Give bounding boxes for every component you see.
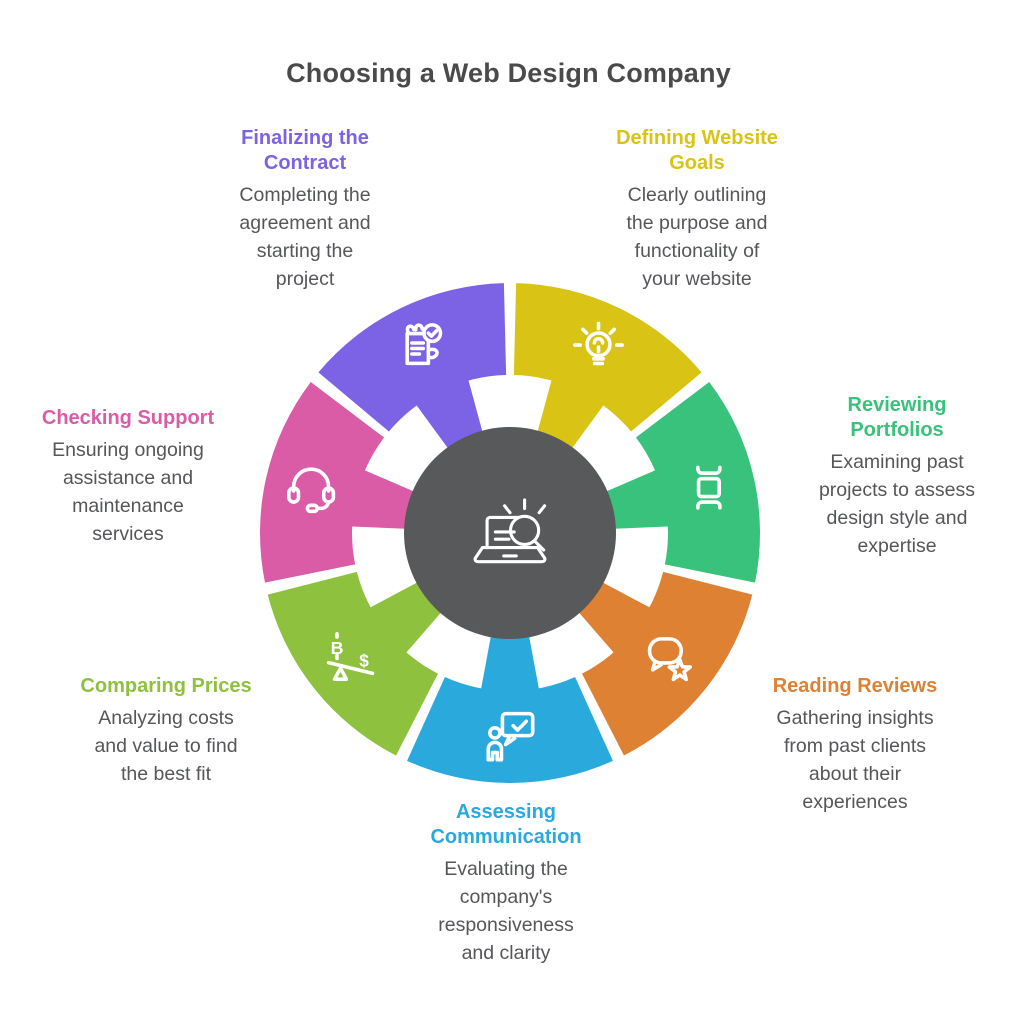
step-description: Completing the agreement and starting th… (239, 184, 371, 290)
step-description: Analyzing costs and value to find the be… (94, 707, 238, 785)
step-label-comparing-prices: Comparing Prices Analyzing costs and val… (44, 674, 288, 788)
step-heading: Defining Website Goals (616, 127, 778, 174)
step-label-finalizing-the-contract: Finalizing the Contract Completing the a… (183, 126, 427, 293)
step-heading: Checking Support (41, 407, 215, 429)
step-description: Evaluating the company's responsiveness … (438, 858, 574, 964)
step-description: Examining past projects to assess design… (818, 451, 976, 557)
step-heading: Finalizing the Contract (241, 127, 369, 174)
page-title: Choosing a Web Design Company (286, 58, 731, 88)
step-label-reviewing-portfolios: Reviewing Portfolios Examining past proj… (775, 393, 1017, 560)
step-label-reading-reviews: Reading Reviews Gathering insights from … (730, 674, 980, 816)
step-heading: Reviewing Portfolios (847, 394, 947, 441)
step-label-assessing-communication: Assessing Communication Evaluating the c… (384, 800, 628, 967)
step-description: Ensuring ongoing assistance and maintena… (52, 439, 204, 545)
step-label-defining-website-goals: Defining Website Goals Clearly outlining… (575, 126, 819, 293)
wheel-segment-reviewing-portfolios (594, 381, 760, 583)
step-description: Gathering insights from past clients abo… (776, 707, 934, 813)
step-label-checking-support: Checking Support Ensuring ongoing assist… (6, 406, 250, 548)
wheel-segment-checking-support (260, 381, 426, 583)
process-wheel: B $ (260, 283, 760, 783)
wheel-segments (260, 283, 760, 783)
step-heading: Assessing Communication (430, 801, 582, 848)
step-description: Clearly outlining the purpose and functi… (626, 184, 768, 290)
wheel-segment-assessing-communication (407, 623, 613, 783)
step-heading: Comparing Prices (80, 675, 252, 697)
step-heading: Reading Reviews (772, 675, 938, 697)
